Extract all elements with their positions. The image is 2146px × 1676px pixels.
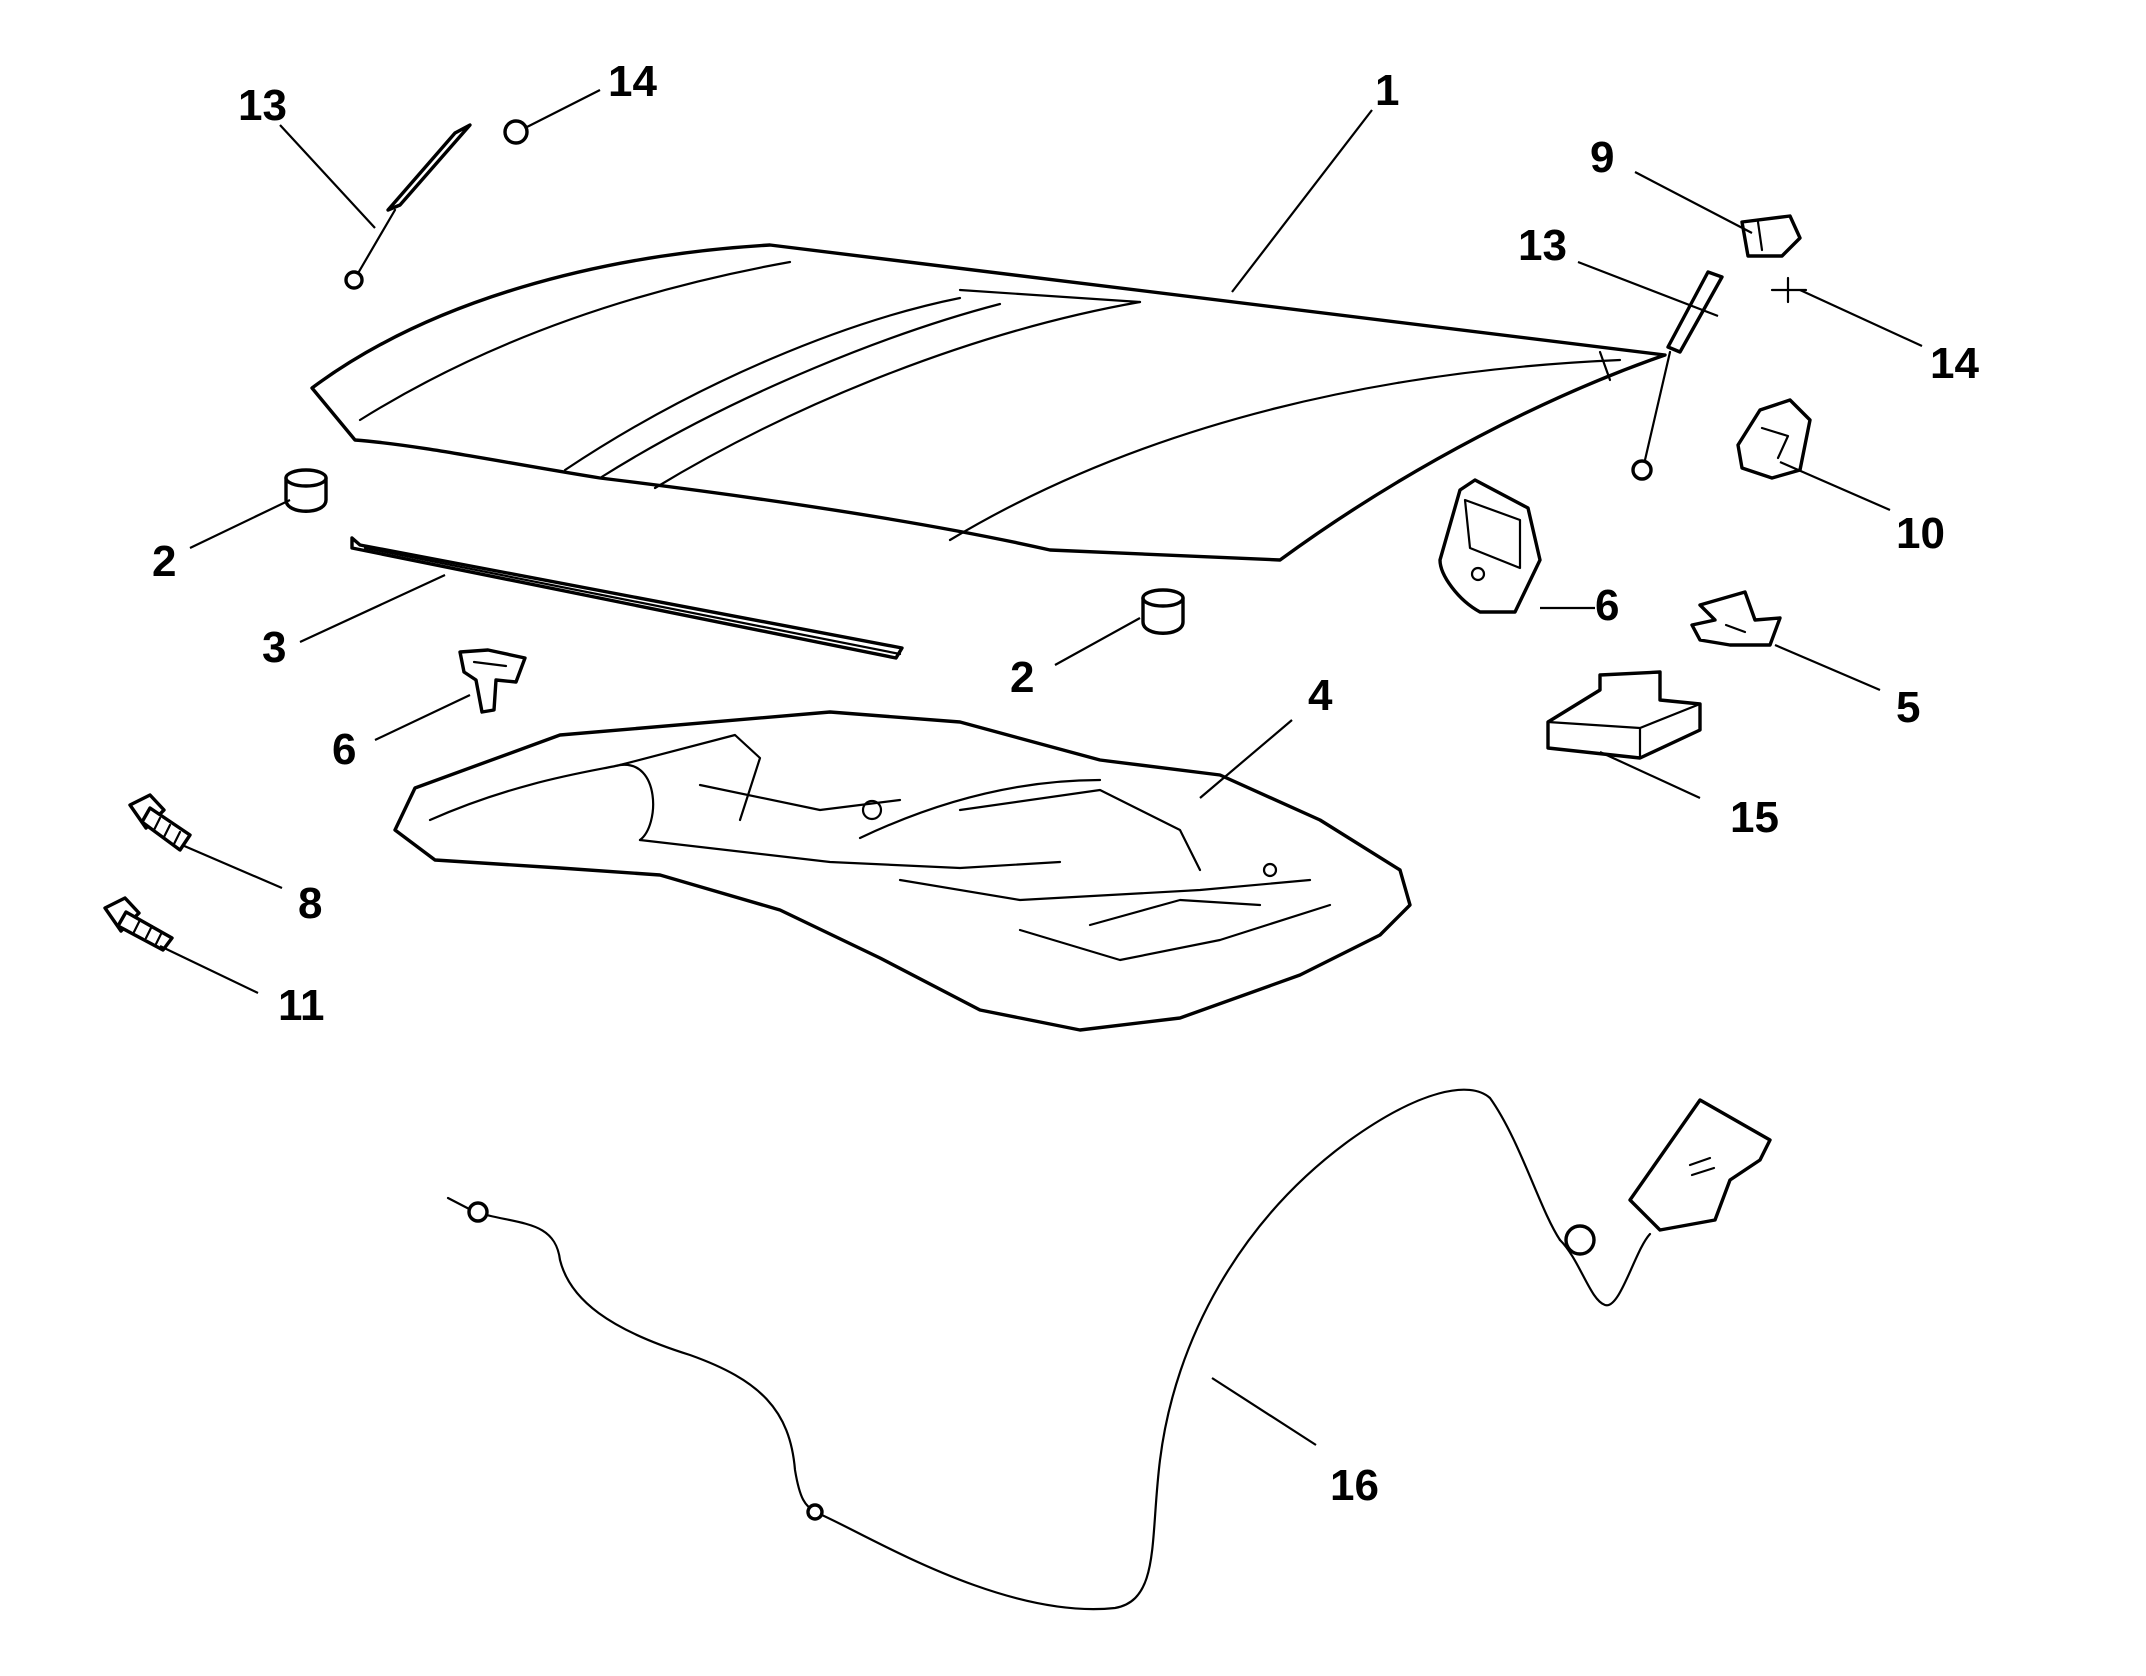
callout-6-right: 6 [1595,581,1619,630]
hood-release-cable [446,1088,1652,1611]
hood-lift-strut-right [1631,270,1724,481]
callout-10: 10 [1896,509,1945,558]
hood-panel [310,243,1667,562]
callout-2-center: 2 [1010,653,1034,702]
hood-bracket [1740,214,1802,258]
callout-8: 8 [298,879,322,928]
hood-clip-left [503,119,529,145]
callout-1: 1 [1375,66,1399,115]
callout-9: 9 [1590,133,1614,182]
callout-13-right: 13 [1518,221,1567,270]
hood-seal [350,536,904,660]
hood-lift-strut-left [344,123,472,290]
callout-11: 11 [278,981,325,1030]
hood-insulator-block [1546,670,1702,760]
callout-14-right: 14 [1930,339,1979,388]
hood-bumper-left [284,468,328,513]
hood-hinge-left [458,648,527,714]
callout-16: 16 [1330,1461,1379,1510]
hood-bolt-short [103,896,174,952]
hood-bumper-center [1141,588,1185,635]
callout-4: 4 [1308,671,1333,720]
leader-lines [159,89,1923,1446]
callout-2-left: 2 [152,537,176,586]
callouts: 13 14 1 9 13 14 10 2 3 2 6 6 5 4 15 8 11… [152,57,1979,1510]
callout-5: 5 [1896,683,1920,732]
hood-latch-striker [1736,398,1812,480]
callout-6-left: 6 [332,725,356,774]
callout-15: 15 [1730,793,1779,842]
hood-hinge-right [1438,478,1542,614]
callout-14-left: 14 [608,57,657,106]
callout-3: 3 [262,623,286,672]
hood-inner-panel [393,710,1412,1032]
callout-13-left: 13 [238,81,287,130]
hood-bolt-long [128,793,192,852]
hood-release-handle [1628,1098,1772,1232]
hood-clip-fan [1690,590,1782,647]
